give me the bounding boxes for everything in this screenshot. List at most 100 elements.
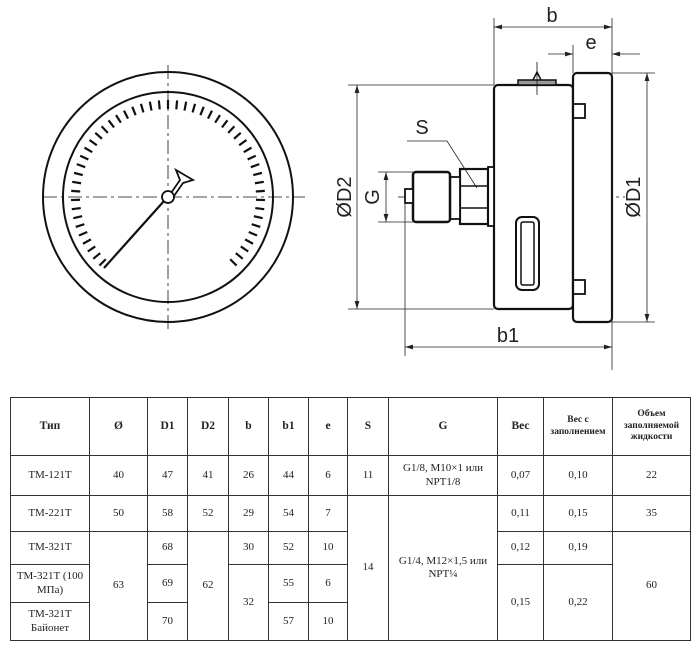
cell-weight: 0,07 — [497, 455, 544, 496]
scale-tick — [139, 103, 145, 113]
cell-b1: 57 — [268, 602, 309, 641]
scale-tick — [238, 139, 248, 147]
header-cell: b1 — [268, 397, 309, 456]
gauge-technical-drawing: b e S b1 ØD2 G ØD1 — [42, 5, 655, 370]
scale-tick — [251, 223, 261, 229]
scale-tick — [191, 103, 197, 113]
scale-tick — [92, 252, 101, 260]
scale-tick — [243, 146, 253, 154]
cell-e: 10 — [308, 602, 348, 641]
header-cell: S — [347, 397, 389, 456]
connection-nut — [411, 170, 452, 224]
nipple — [404, 188, 414, 204]
cell-b: 29 — [228, 495, 269, 532]
header-cell: e — [308, 397, 348, 456]
cell-volume: 35 — [612, 495, 691, 532]
scale-tick — [82, 238, 92, 245]
bezel-tab-bottom — [572, 279, 586, 295]
table-row: ТМ-121Т 40 47 41 26 44 6 11 G1/8, M10×1 … — [10, 455, 691, 496]
gauge-front-view — [42, 65, 305, 330]
header-cell: Ø — [89, 397, 148, 456]
scale-tick — [235, 252, 244, 260]
fitting-neck — [449, 176, 461, 220]
scale-tick — [240, 245, 249, 253]
scale-tick — [72, 180, 82, 185]
cell-type: ТМ-321Т (100 МПа) — [10, 564, 90, 603]
scale-tick — [244, 238, 254, 245]
cell-weight-filled: 0,15 — [543, 495, 613, 532]
cell-d2: 41 — [187, 455, 229, 496]
scale-tick — [131, 106, 137, 116]
table-header-row: Тип Ø D1 D2 b b1 e S G Вес Вес с заполне… — [10, 397, 691, 456]
label-b1: b1 — [497, 325, 519, 347]
label-d1: ØD1 — [623, 176, 645, 217]
scale-tick — [100, 125, 109, 134]
label-g: G — [362, 189, 384, 205]
scale-tick — [98, 258, 107, 267]
cell-b1: 52 — [268, 531, 309, 565]
cell-d1: 70 — [147, 602, 188, 641]
scale-ticks — [71, 100, 265, 267]
label-s: S — [415, 117, 428, 139]
scale-tick — [183, 101, 188, 111]
cell-weight: 0,15 — [497, 564, 544, 641]
cell-volume: 22 — [612, 455, 691, 496]
pointer-tail — [169, 167, 196, 198]
table-row: ТМ-321Т 63 68 62 30 52 10 0,12 0,19 60 — [10, 531, 691, 641]
table-row: ТМ-221Т 50 58 52 29 54 7 14 G1/4, M12×1,… — [10, 495, 691, 641]
header-cell: Вес — [497, 397, 544, 456]
cell-weight-filled: 0,19 — [543, 531, 613, 565]
table-row: ТМ-321Т Байонет 70 57 10 — [10, 602, 691, 641]
scale-tick — [255, 206, 265, 211]
label-d2: ØD2 — [334, 176, 356, 217]
scale-tick — [87, 245, 96, 253]
scale-tick — [247, 154, 257, 161]
cell-d1: 69 — [147, 564, 188, 603]
gauge-side-view — [398, 62, 625, 324]
scale-tick — [75, 223, 85, 229]
scale-tick — [221, 119, 229, 129]
cell-d1: 68 — [147, 531, 188, 565]
cell-b: 32 — [228, 564, 269, 641]
cell-g: G1/8, M10×1 или NPT1/8 — [388, 455, 498, 496]
table-row: ТМ-321Т (100 МПа) 69 32 55 6 0,15 0,22 — [10, 564, 691, 641]
scale-tick — [76, 163, 86, 169]
cell-weight: 0,11 — [497, 495, 544, 532]
scale-tick — [255, 189, 265, 193]
cell-e: 10 — [308, 531, 348, 565]
header-cell: b — [228, 397, 269, 456]
cell-volume: 60 — [612, 531, 691, 641]
bezel-flange — [571, 71, 614, 324]
scale-tick — [94, 132, 103, 140]
cell-weight-filled: 0,22 — [543, 564, 613, 641]
dimensions — [348, 18, 655, 370]
outer-bezel — [42, 71, 294, 323]
scale-tick — [88, 139, 98, 147]
pointer-needle — [103, 200, 165, 269]
cell-d2: 62 — [187, 531, 229, 641]
cell-type: ТМ-321Т Байонет — [10, 602, 90, 641]
scale-tick — [71, 206, 81, 211]
s-leader — [407, 140, 478, 189]
header-cell: D2 — [187, 397, 229, 456]
header-cell: Вес с заполнением — [543, 397, 613, 456]
cell-s: 11 — [347, 455, 389, 496]
cell-o: 40 — [89, 455, 148, 496]
cell-b: 30 — [228, 531, 269, 565]
cell-weight: 0,12 — [497, 531, 544, 565]
scale-tick — [73, 215, 83, 220]
cell-e: 6 — [308, 455, 348, 496]
specs-table: Тип Ø D1 D2 b b1 e S G Вес Вес с заполне… — [10, 397, 691, 641]
cell-b1: 44 — [268, 455, 309, 496]
scale-tick — [253, 215, 263, 220]
scale-tick — [233, 132, 242, 140]
scale-tick — [227, 125, 236, 134]
cell-o: 50 — [89, 495, 148, 532]
scale-tick — [71, 189, 81, 193]
cell-d1: 47 — [147, 455, 188, 496]
bezel-tab-top — [572, 103, 586, 119]
scale-tick — [148, 101, 153, 111]
scale-tick — [229, 258, 238, 267]
scale-tick — [122, 110, 130, 120]
cell-b1: 55 — [268, 564, 309, 603]
